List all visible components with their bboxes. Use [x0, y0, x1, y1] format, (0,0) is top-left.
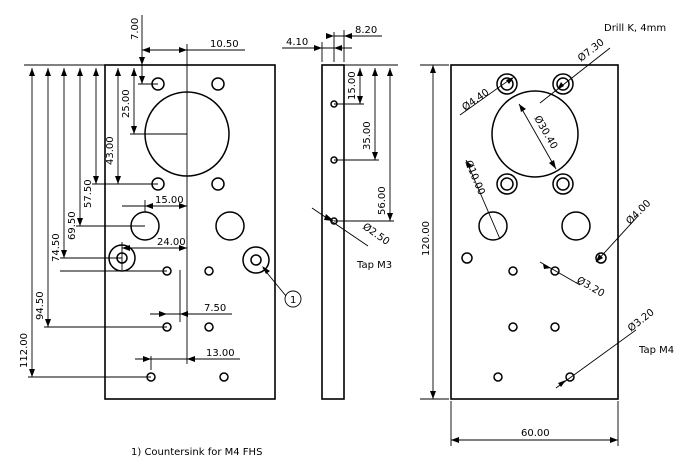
front-hole-top-right	[211, 77, 225, 91]
side-view: 4.10 8.20 15.00 35.00 56.00 Ø2.50 Tap M3	[282, 25, 398, 400]
dim-43-00: 43.00	[105, 136, 116, 165]
dim-112-00: 112.00	[19, 333, 30, 368]
dim-24-00: 24.00	[157, 237, 186, 248]
back-hole-m4-d	[550, 322, 560, 332]
back-counterbore-bl-inner	[500, 177, 514, 191]
back-hole-m4-a	[508, 266, 518, 276]
back-hole-m4-e	[493, 372, 503, 382]
front-plate-outline	[104, 64, 276, 400]
dim-94-50: 94.50	[35, 291, 46, 320]
back-counterbore-tr-outer	[552, 73, 574, 95]
dim-15-00-side: 15.00	[347, 71, 358, 100]
side-plate-outline	[321, 64, 345, 400]
dim-74-50: 74.50	[51, 233, 62, 262]
front-countersink-right-outer	[242, 246, 270, 274]
dim-13-00: 13.00	[206, 348, 235, 359]
back-hole-m4-f	[565, 372, 575, 382]
back-view: Drill K, 4mm Ø7.30 Ø4.40 Ø30.40 Ø10.00 Ø…	[420, 23, 674, 446]
back-counterbore-tl-inner	[500, 77, 514, 91]
dim-25-00: 25.00	[121, 89, 132, 118]
back-plate-outline	[450, 64, 619, 400]
dim-69-50: 69.50	[67, 211, 78, 240]
back-leaders	[459, 47, 639, 389]
front-countersink-right-inner	[250, 254, 262, 266]
tap-m3-note: Tap M3	[356, 260, 392, 271]
back-counterbore-br-outer	[552, 173, 574, 195]
footnote: 1) Countersink for M4 FHS	[131, 447, 262, 458]
dim-15-00: 15.00	[155, 195, 184, 206]
callout-1-bubble	[284, 290, 302, 308]
callout-1-number: 1	[290, 295, 296, 306]
dim-10-50: 10.50	[210, 39, 239, 50]
back-hole-10mm-left	[478, 211, 508, 241]
front-hole-m4-b	[204, 266, 214, 276]
side-dimensions	[282, 30, 398, 247]
dim-60-00: 60.00	[521, 428, 550, 439]
dim-4-10: 4.10	[286, 37, 308, 48]
back-counterbore-br-inner	[556, 177, 570, 191]
dim-57-50: 57.50	[83, 179, 94, 208]
back-hole-large-bore	[491, 90, 579, 178]
dim-dia-10-00: Ø10.00	[462, 158, 487, 196]
dim-35-00: 35.00	[362, 121, 373, 150]
dim-7-50: 7.50	[204, 303, 226, 314]
dim-dia-4-00: Ø4.00	[624, 197, 654, 227]
back-counterbore-tl-outer	[496, 73, 518, 95]
dim-dia-3-20-a: Ø3.20	[575, 274, 607, 299]
dim-dia-30-40: Ø30.40	[531, 114, 560, 152]
front-hole-m4-f	[219, 372, 229, 382]
drill-k-note: Drill K, 4mm	[604, 23, 666, 34]
back-counterbore-tr-inner	[556, 77, 570, 91]
back-hole-m4-b	[550, 266, 560, 276]
back-counterbore-bl-outer	[496, 173, 518, 195]
dim-dia-3-20-b: Ø3.20	[625, 306, 656, 334]
dim-dia-4-40: Ø4.40	[460, 86, 492, 113]
dim-56-00: 56.00	[377, 186, 388, 215]
dim-dia-7-30: Ø7.30	[575, 36, 606, 64]
front-hole-mid-right	[211, 177, 225, 191]
dim-120-00: 120.00	[421, 221, 432, 256]
front-view: 112.00 94.50 74.50 69.50 57.50 43.00 25.…	[19, 15, 302, 400]
front-hole-m4-d	[204, 322, 214, 332]
back-overall-dimensions	[420, 64, 619, 446]
back-hole-m4-c	[508, 322, 518, 332]
dim-7-00: 7.00	[130, 18, 141, 40]
tap-m4-note: Tap M4	[638, 345, 674, 356]
front-vertical-dimensions	[24, 15, 187, 378]
front-horizontal-dimensions	[121, 44, 245, 370]
front-hole-10mm-right	[215, 211, 245, 241]
countersink-callout: 1	[262, 266, 302, 308]
back-hole-4mm-right	[595, 252, 607, 264]
back-hole-4mm-left	[461, 252, 473, 264]
back-hole-10mm-right	[561, 211, 591, 241]
dim-8-20: 8.20	[355, 25, 377, 36]
